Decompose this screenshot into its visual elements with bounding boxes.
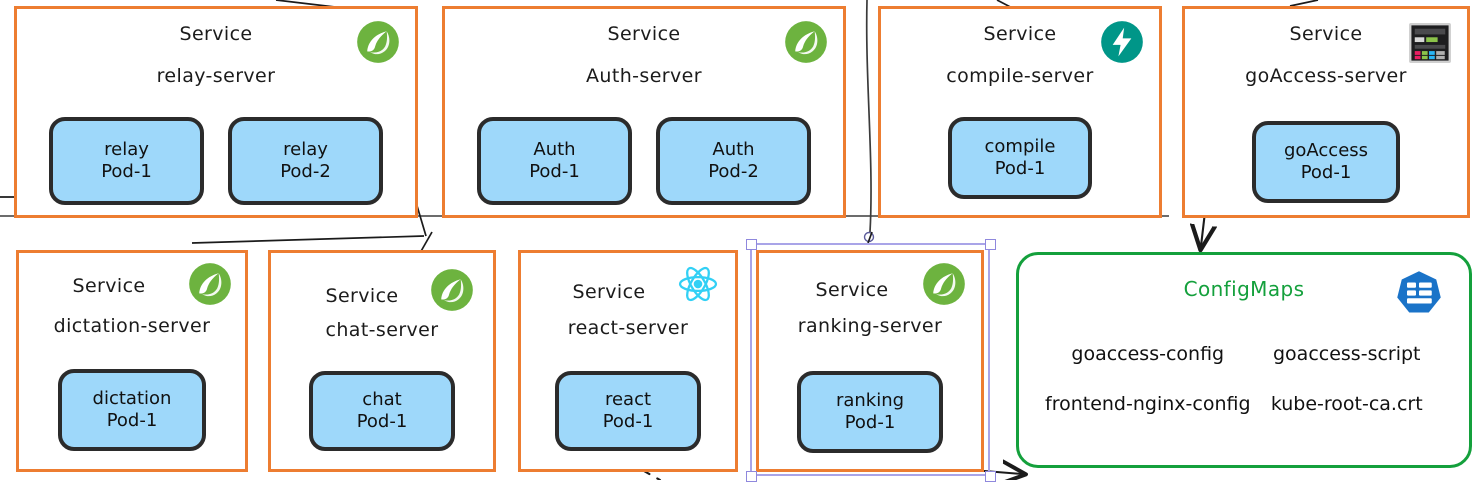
pod-compile-1[interactable]: compile Pod-1 [948, 117, 1092, 199]
pod-app-label: relay [283, 138, 328, 160]
configmap-item[interactable]: goaccess-config [1071, 343, 1225, 365]
selection-handle-bottom-left[interactable] [746, 471, 757, 482]
service-kind-label: Service [983, 23, 1057, 45]
pod-app-label: relay [104, 138, 149, 160]
service-kind-label: Service [572, 281, 646, 303]
spring-boot-icon [355, 19, 401, 65]
service-box-chat-server[interactable]: Service chat-server chat Pod-1 [268, 250, 496, 472]
kubernetes-configmap-icon [1395, 269, 1443, 317]
wire-vertical-center [865, 0, 872, 233]
pod-instance-label: Pod-1 [529, 161, 580, 182]
pod-instance-label: Pod-1 [1300, 162, 1352, 183]
pod-instance-label: Pod-1 [101, 161, 152, 182]
service-header: Service ranking-server [759, 253, 981, 337]
pod-group: goAccess Pod-1 [1185, 121, 1467, 203]
pod-group: ranking Pod-1 [759, 371, 981, 453]
pod-app-label: Auth [712, 138, 755, 160]
pod-instance-label: Pod-2 [280, 161, 331, 182]
service-kind-label: Service [1289, 23, 1363, 45]
selection-handle-top-right[interactable] [985, 239, 996, 250]
service-kind-label: Service [72, 275, 146, 297]
service-box-compile-server[interactable]: Service compile-server compile Pod-1 [878, 6, 1162, 218]
service-header: Service Auth-server [445, 9, 843, 87]
pod-group: react Pod-1 [521, 371, 735, 451]
service-header: Service goAccess-server [1185, 9, 1467, 87]
pod-app-label: goAccess [1283, 139, 1369, 161]
service-name-label: react-server [567, 317, 689, 339]
pod-app-label: Auth [533, 138, 576, 160]
pod-app-label: react [604, 388, 652, 410]
service-name-label: Auth-server [586, 65, 702, 87]
pod-app-label: chat [362, 388, 402, 410]
spring-boot-icon [783, 19, 829, 65]
service-box-auth-server[interactable]: Service Auth-server Auth Pod-1 Auth Pod-… [442, 6, 846, 218]
configmap-item[interactable]: frontend-nginx-config [1045, 393, 1251, 415]
pod-instance-label: Pod-1 [106, 410, 158, 431]
pod-instance-label: Pod-1 [844, 412, 896, 433]
pod-ranking-1[interactable]: ranking Pod-1 [797, 371, 943, 453]
pod-instance-label: Pod-1 [602, 411, 654, 432]
pod-group: dictation Pod-1 [19, 369, 245, 451]
spring-boot-icon [187, 261, 233, 307]
pod-instance-label: Pod-2 [708, 161, 759, 182]
service-name-label: dictation-server [53, 315, 211, 337]
pod-relay-1[interactable]: relay Pod-1 [49, 117, 204, 205]
selection-handle-bottom-right[interactable] [985, 471, 996, 482]
service-box-react-server[interactable]: Service react-server react Pod-1 [518, 250, 738, 472]
service-kind-label: Service [179, 23, 253, 45]
service-header: Service chat-server [271, 253, 493, 341]
configmaps-list: goaccess-config goaccess-script frontend… [1045, 343, 1443, 415]
pod-react-1[interactable]: react Pod-1 [555, 371, 701, 451]
service-box-ranking-server[interactable]: Service ranking-server ranking Pod-1 [756, 250, 984, 472]
pod-auth-2[interactable]: Auth Pod-2 [656, 117, 811, 205]
configmap-item[interactable]: kube-root-ca.crt [1270, 393, 1423, 415]
service-name-label: compile-server [946, 65, 1094, 87]
service-box-dictation-server[interactable]: Service dictation-server dictation Pod-1 [16, 250, 248, 472]
service-kind-label: Service [325, 285, 399, 307]
goaccess-dashboard-icon [1409, 23, 1451, 63]
selection-handle-top-left[interactable] [746, 239, 757, 250]
pod-group: chat Pod-1 [271, 371, 493, 451]
service-kind-label: Service [815, 279, 889, 301]
pod-auth-1[interactable]: Auth Pod-1 [477, 117, 632, 205]
service-header: Service relay-server [17, 9, 415, 87]
spring-boot-icon [921, 261, 967, 307]
service-name-label: chat-server [325, 319, 439, 341]
pod-instance-label: Pod-1 [994, 158, 1046, 179]
configmaps-panel[interactable]: ConfigMaps goaccess-config goaccess-scri… [1016, 252, 1472, 468]
configmap-item[interactable]: goaccess-script [1273, 343, 1421, 365]
pod-chat-1[interactable]: chat Pod-1 [309, 371, 455, 451]
pod-group: Auth Pod-1 Auth Pod-2 [445, 117, 843, 205]
spring-boot-icon [429, 267, 475, 313]
wire-endpoint-dot [863, 231, 875, 243]
pod-dictation-1[interactable]: dictation Pod-1 [58, 369, 206, 451]
pod-group: relay Pod-1 relay Pod-2 [17, 117, 415, 205]
pod-group: compile Pod-1 [881, 117, 1159, 199]
pod-goaccess-1[interactable]: goAccess Pod-1 [1252, 121, 1400, 203]
service-header: Service compile-server [881, 9, 1159, 87]
pod-app-label: dictation [92, 387, 172, 409]
pod-relay-2[interactable]: relay Pod-2 [228, 117, 383, 205]
service-box-goaccess-server[interactable]: Service goAccess-server [1182, 6, 1470, 218]
service-name-label: ranking-server [797, 315, 943, 337]
wire-ranking-top [867, 231, 873, 244]
react-icon [675, 261, 721, 307]
configmaps-title: ConfigMaps [1183, 277, 1305, 301]
pod-app-label: ranking [835, 389, 905, 411]
service-header: Service dictation-server [19, 253, 245, 337]
pod-app-label: compile [984, 135, 1056, 157]
service-name-label: relay-server [156, 65, 276, 87]
wire-row1-to-row2-diagonal [191, 235, 425, 244]
pod-instance-label: Pod-1 [356, 411, 408, 432]
service-box-relay-server[interactable]: Service relay-server relay Pod-1 relay P… [14, 6, 418, 218]
service-kind-label: Service [607, 23, 681, 45]
fastapi-icon [1099, 19, 1145, 65]
service-name-label: goAccess-server [1245, 65, 1407, 87]
service-header: Service react-server [521, 253, 735, 339]
